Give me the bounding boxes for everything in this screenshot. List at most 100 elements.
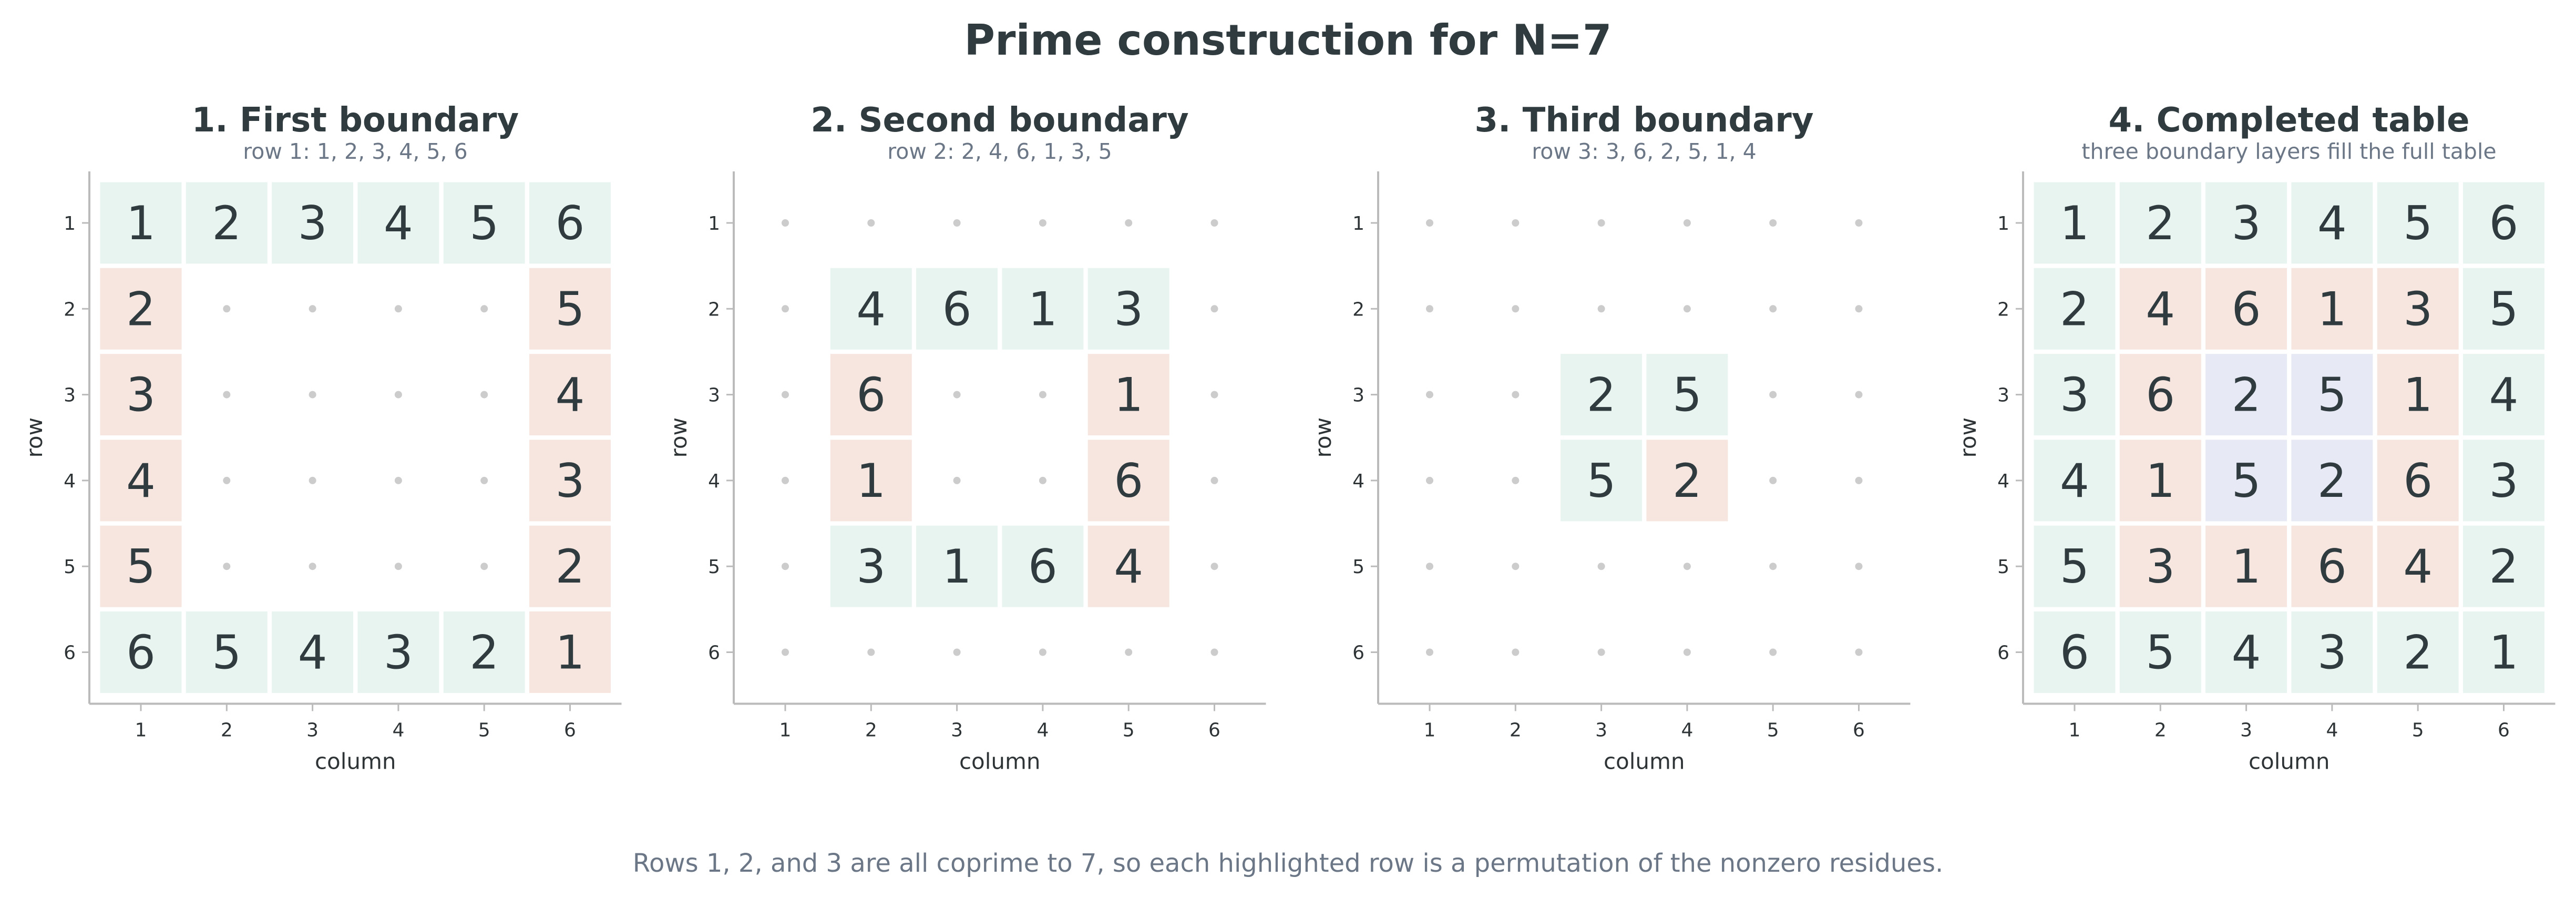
y-tick-label: 2	[708, 299, 720, 320]
empty-dot	[223, 476, 231, 484]
empty-dot	[394, 305, 402, 313]
table-cell	[830, 440, 912, 522]
table-cell	[2205, 354, 2287, 436]
empty-dot	[480, 305, 488, 313]
empty-dot	[480, 563, 488, 570]
table-cell	[2119, 354, 2201, 436]
empty-dot	[1683, 305, 1691, 313]
table-cell	[100, 525, 182, 607]
x-tick-label: 5	[1123, 720, 1135, 741]
empty-dot	[953, 648, 961, 656]
x-axis-label: column	[1604, 749, 1685, 774]
table-cell	[2119, 525, 2201, 607]
table-cell	[1087, 525, 1169, 607]
table-cell	[100, 611, 182, 693]
table-cell	[2291, 354, 2373, 436]
y-axis-label: row	[1310, 417, 1336, 457]
cell-value: 2	[2403, 626, 2433, 680]
table-cell	[1646, 354, 1728, 436]
cell-value: 6	[2317, 539, 2347, 594]
cell-value: 4	[1114, 539, 1143, 594]
empty-dot	[1512, 391, 1520, 399]
cell-value: 6	[556, 196, 585, 250]
cell-value: 2	[2232, 368, 2261, 422]
x-tick-label: 6	[2498, 720, 2510, 741]
empty-dot	[309, 476, 316, 484]
empty-dot	[1039, 648, 1046, 656]
cell-value: 6	[1028, 539, 1058, 594]
table-cell	[2205, 440, 2287, 522]
empty-dot	[953, 391, 961, 399]
cell-value: 2	[2146, 196, 2175, 250]
cell-value: 1	[2403, 368, 2433, 422]
x-tick-label: 6	[1853, 720, 1865, 741]
empty-dot	[309, 391, 316, 399]
cell-value: 6	[126, 626, 156, 680]
empty-dot	[1769, 563, 1777, 570]
cell-value: 6	[856, 368, 886, 422]
empty-dot	[1769, 476, 1777, 484]
empty-dot	[782, 648, 789, 656]
table-cell	[2463, 611, 2544, 693]
y-tick-label: 6	[1352, 642, 1364, 664]
table-cell	[1002, 525, 1084, 607]
table-cell	[2291, 182, 2373, 264]
table-cell	[2205, 611, 2287, 693]
empty-dot	[1512, 648, 1520, 656]
table-cell	[2034, 268, 2116, 350]
table-cell	[2291, 611, 2373, 693]
table-cell	[443, 611, 525, 693]
table-cell	[916, 525, 998, 607]
y-tick-label: 4	[64, 471, 76, 492]
empty-dot	[1426, 219, 1433, 227]
empty-dot	[1597, 563, 1605, 570]
cell-value: 5	[212, 626, 241, 680]
empty-dot	[1210, 476, 1218, 484]
cell-value: 5	[2232, 454, 2261, 508]
cell-value: 5	[556, 282, 585, 336]
table-cell	[2463, 354, 2544, 436]
cell-value: 3	[1114, 282, 1143, 336]
empty-dot	[1426, 305, 1433, 313]
y-axis-label: row	[22, 417, 47, 457]
empty-dot	[953, 476, 961, 484]
table-cell	[1646, 440, 1728, 522]
empty-dot	[1210, 648, 1218, 656]
cell-value: 1	[2489, 626, 2519, 680]
empty-dot	[1597, 219, 1605, 227]
cell-value: 6	[2232, 282, 2261, 336]
cell-value: 2	[1672, 454, 1702, 508]
cell-value: 4	[384, 196, 413, 250]
table-cell	[529, 440, 611, 522]
empty-dot	[782, 219, 789, 227]
table-cell	[272, 611, 354, 693]
cell-value: 4	[2403, 539, 2433, 594]
cell-value: 4	[2489, 368, 2519, 422]
x-tick-label: 6	[564, 720, 576, 741]
empty-dot	[867, 648, 875, 656]
cell-value: 5	[2146, 626, 2175, 680]
table-cell	[2291, 440, 2373, 522]
panel-3-title: 3. Third boundary	[1474, 101, 1814, 140]
table-cell	[916, 268, 998, 350]
empty-dot	[1039, 476, 1046, 484]
cell-value: 6	[2060, 626, 2089, 680]
table-cell	[2119, 182, 2201, 264]
x-tick-label: 3	[2240, 720, 2252, 741]
table-cell	[100, 182, 182, 264]
cell-value: 3	[2317, 626, 2347, 680]
caption: Rows 1, 2, and 3 are all coprime to 7, s…	[632, 849, 1944, 878]
x-tick-label: 4	[2326, 720, 2338, 741]
y-axis-label: row	[666, 417, 692, 457]
panel-1-title: 1. First boundary	[191, 101, 519, 140]
empty-dot	[309, 563, 316, 570]
cell-value: 2	[2317, 454, 2347, 508]
y-tick-label: 3	[64, 385, 76, 406]
panel-2-title: 2. Second boundary	[810, 101, 1189, 140]
table-cell	[2205, 268, 2287, 350]
empty-dot	[1597, 305, 1605, 313]
table-cell	[529, 354, 611, 436]
empty-dot	[394, 563, 402, 570]
cell-value: 5	[1587, 454, 1616, 508]
